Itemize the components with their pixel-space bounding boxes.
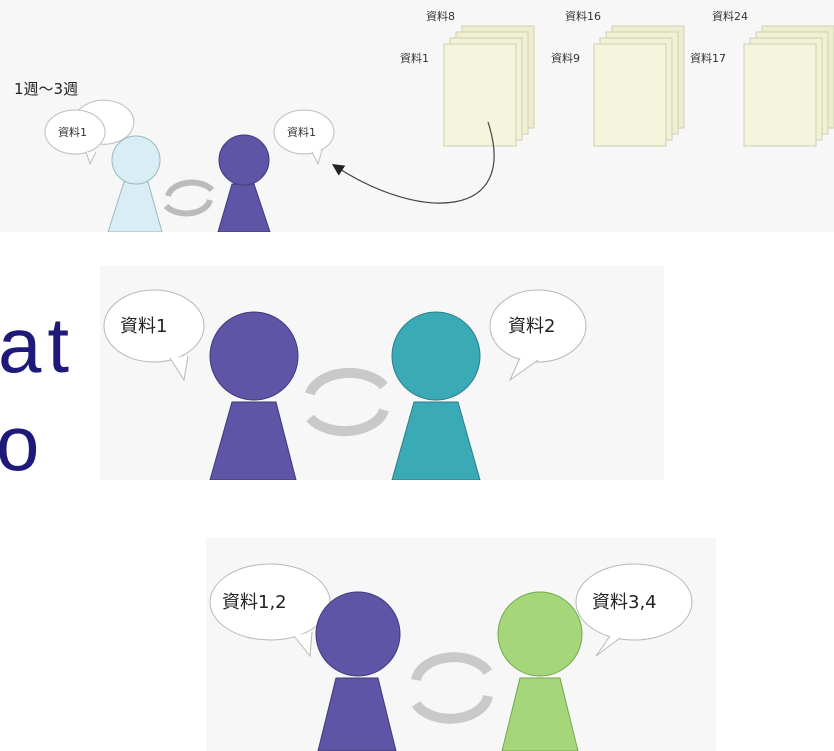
stack-3-top-label: 資料24	[712, 9, 748, 23]
speech-bubble-right	[489, 289, 587, 382]
exchange-cycle-icon	[163, 179, 215, 217]
person-purple	[217, 134, 271, 232]
curved-arrow	[331, 121, 495, 204]
period-label: 1週〜3週	[14, 80, 78, 98]
speech-bubble-left-text: 資料1,2	[222, 592, 287, 613]
panel-weeks-1-3: 資料8 資料1 資料16 資料9 資料24 資料17 1週〜3週 資料1 資料1	[0, 0, 834, 232]
person-purple	[209, 311, 299, 480]
document-stack-2	[593, 25, 685, 147]
speech-bubble-left	[103, 289, 205, 382]
exchange-cycle-icon	[411, 652, 493, 724]
speech-bubble-left-text: 資料1	[120, 316, 167, 337]
speech-bubble-right-text: 資料1	[287, 125, 316, 139]
stack-2-top-label: 資料16	[565, 9, 601, 23]
panel-exchange-2-graphic: 資料1 資料2	[103, 289, 587, 480]
document-stack-1	[443, 25, 535, 147]
exchange-cycle-icon	[305, 367, 389, 437]
speech-bubble-right	[273, 109, 335, 166]
slide-text-middle-fragment: at	[0, 301, 76, 389]
stack-2-bottom-label: 資料9	[551, 51, 580, 65]
speech-bubble-right-text: 資料2	[508, 316, 555, 337]
document-stack-3	[743, 25, 834, 147]
panel-exchange-3: 資料1,2 資料3,4	[206, 538, 716, 751]
speech-bubble-right	[575, 563, 693, 657]
speech-bubble-left	[44, 99, 135, 166]
stack-3-bottom-label: 資料17	[690, 51, 726, 65]
person-purple	[315, 591, 401, 751]
person-green	[497, 591, 583, 751]
stack-1-bottom-label: 資料1	[400, 51, 429, 65]
speech-bubble-left-text: 資料1	[58, 125, 87, 139]
panel-exchange-2: 資料1 資料2	[100, 266, 664, 480]
speech-bubble-left	[209, 563, 331, 658]
stack-1-top-label: 資料8	[426, 9, 455, 23]
panel-exchange-3-graphic: 資料1,2 資料3,4	[209, 563, 693, 751]
speech-bubble-right-text: 資料3,4	[592, 592, 657, 613]
slide-text-lower-fragment: o	[0, 399, 46, 487]
person-light-blue	[107, 135, 163, 232]
person-teal	[391, 311, 481, 480]
panel-weeks-1-3-graphic: 資料8 資料1 資料16 資料9 資料24 資料17 1週〜3週 資料1 資料1	[14, 9, 834, 232]
